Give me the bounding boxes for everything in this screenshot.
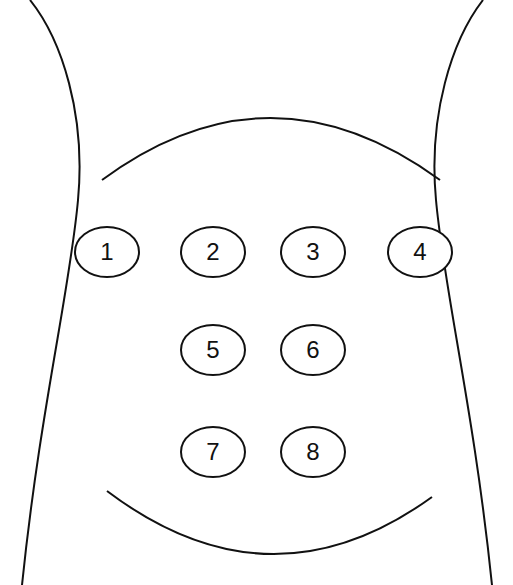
callout-number: 5	[206, 338, 219, 362]
callout-number: 7	[206, 440, 219, 464]
callout-number: 3	[306, 240, 319, 264]
port-circle-shape	[181, 427, 245, 477]
callout-number: 6	[306, 338, 319, 362]
port-circle-shape	[281, 325, 345, 375]
port-circle: 8	[280, 426, 346, 478]
torso-right-side	[434, 0, 492, 585]
port-circle: 5	[180, 324, 246, 376]
port-circle: 2	[180, 226, 246, 278]
callout-number: 4	[413, 240, 426, 264]
port-circle-shape	[281, 427, 345, 477]
port-circle-shape	[181, 227, 245, 277]
port-circle: 1	[74, 226, 140, 278]
callout-number: 2	[206, 240, 219, 264]
port-circle-shape	[281, 227, 345, 277]
port-circle: 6	[280, 324, 346, 376]
port-circle-shape	[181, 325, 245, 375]
costal-margin	[102, 118, 440, 180]
pelvic-line	[107, 491, 432, 554]
callout-number: 1	[100, 240, 113, 264]
torso-left-side	[22, 0, 80, 585]
port-circle: 3	[280, 226, 346, 278]
port-circle-shape	[388, 227, 452, 277]
port-circle-shape	[75, 227, 139, 277]
port-circle: 7	[180, 426, 246, 478]
port-circle: 4	[387, 226, 453, 278]
callout-number: 8	[306, 440, 319, 464]
